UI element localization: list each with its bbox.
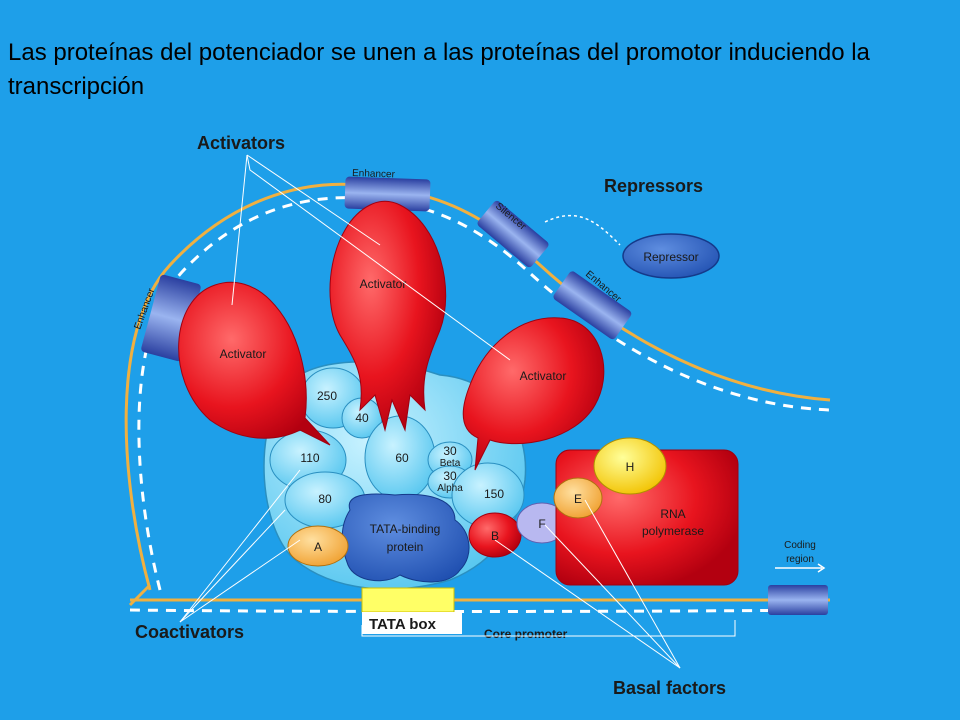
svg-text:Enhancer: Enhancer [352,168,396,181]
repressors-label: Repressors [604,176,703,196]
activators-label: Activators [197,133,285,153]
svg-text:30: 30 [443,444,457,458]
repressor: Repressor [544,214,720,279]
svg-text:Beta: Beta [440,458,461,469]
svg-text:Activator: Activator [360,277,407,291]
pointer-lines [179,154,681,669]
svg-text:protein: protein [387,540,424,554]
svg-text:40: 40 [355,411,369,425]
slide-title: Las proteínas del potenciador se unen a … [8,39,870,100]
svg-text:150: 150 [484,487,504,501]
svg-text:Activator: Activator [520,369,567,383]
silencer: Silencer [477,201,549,268]
activator-right: Activator [462,317,605,471]
svg-text:Activator: Activator [220,347,267,361]
coding-region-block [768,585,828,615]
activator-center: Activator [329,200,447,432]
factor-h: H [593,437,667,495]
factor-a: A [287,525,349,567]
svg-text:110: 110 [300,451,319,465]
activator-left: Activator [178,281,331,446]
svg-text:250: 250 [317,389,337,403]
svg-text:region: region [786,554,814,565]
svg-text:60: 60 [395,451,409,465]
svg-text:H: H [626,460,635,474]
svg-text:polymerase: polymerase [642,524,704,538]
tata-binding-protein: TATA-binding protein [341,493,470,583]
coding-region-label: Coding region [775,540,826,573]
svg-text:RNA: RNA [660,507,685,521]
svg-text:Repressor: Repressor [643,250,698,264]
factor-e: E [553,477,603,519]
coactivators-label: Coactivators [135,622,244,642]
enhancer-top: Enhancer [344,168,431,212]
factor-b: B [468,512,522,558]
svg-text:Alpha: Alpha [437,483,463,494]
svg-text:Coding: Coding [784,540,816,551]
svg-text:Core promoter: Core promoter [484,627,568,641]
svg-text:30: 30 [443,469,457,483]
svg-text:TATA box: TATA box [369,616,437,633]
svg-text:F: F [538,517,545,531]
svg-text:80: 80 [318,492,332,506]
svg-text:A: A [314,540,322,554]
svg-text:TATA-binding: TATA-binding [370,522,441,536]
svg-text:E: E [574,492,582,506]
svg-text:B: B [491,529,499,543]
subunit-labels: 250 40 110 60 30 Beta 30 Alpha 80 150 [300,389,504,506]
tata-box-region: TATA box Core promoter [361,587,736,641]
basal-factors-label: Basal factors [613,678,726,698]
